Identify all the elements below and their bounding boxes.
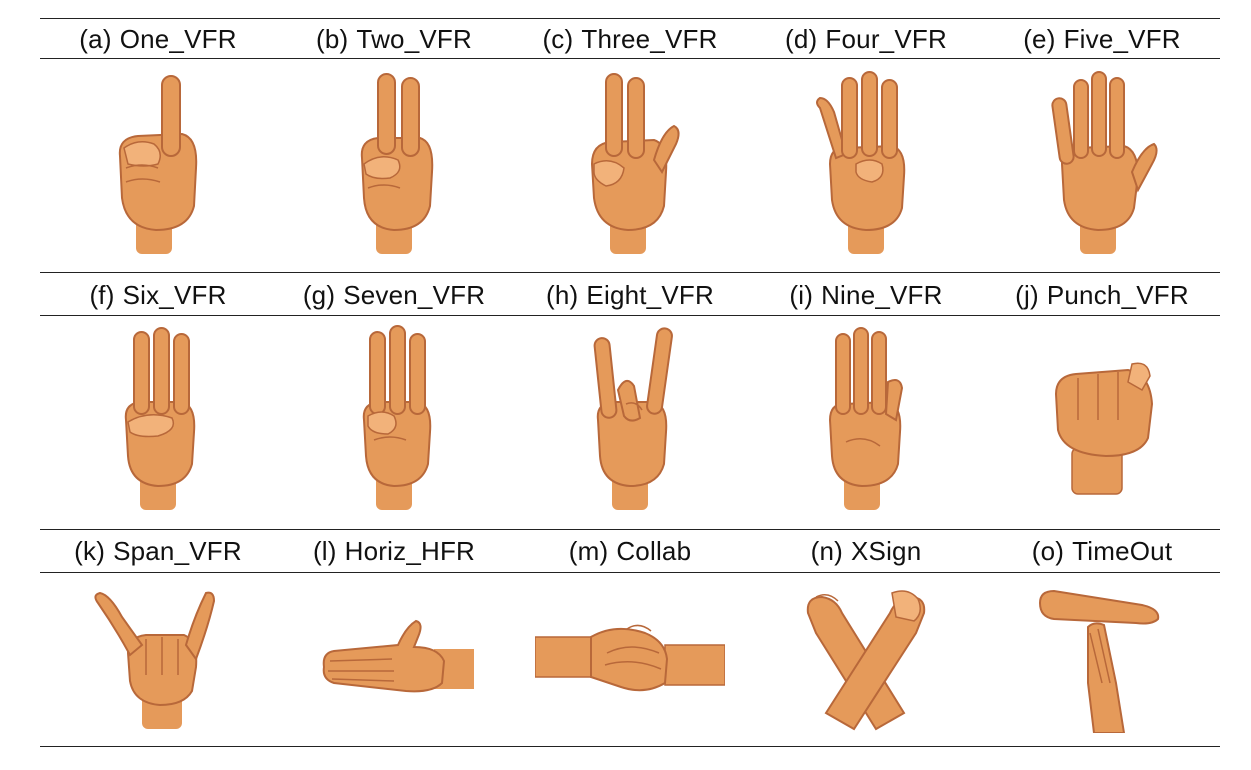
- gesture-cell: [748, 322, 984, 512]
- hands-timeout-icon: [1038, 589, 1160, 733]
- rule-row2-header: [40, 315, 1220, 316]
- hand-one-finger-icon: [118, 75, 198, 254]
- hand-seven-icon: [362, 325, 432, 510]
- hand-fist-icon: [1054, 362, 1154, 495]
- gesture-tag: (l): [312, 535, 337, 566]
- gesture-tag: (k): [74, 535, 106, 566]
- hand-eight-icon: [593, 327, 673, 510]
- gesture-cell: [984, 578, 1220, 738]
- gesture-label: (c)Three_VFR: [512, 19, 748, 59]
- rule-bottom: [40, 746, 1220, 747]
- gesture-label: (n) XSign: [748, 531, 984, 571]
- gesture-name: Two_VFR: [356, 23, 472, 54]
- gesture-name: Collab: [616, 535, 692, 566]
- hand-span-icon: [94, 591, 216, 729]
- gesture-name: XSign: [851, 535, 922, 566]
- gesture-cell: [40, 578, 276, 738]
- gesture-tag: (h): [546, 279, 579, 310]
- gesture-tag: (i): [789, 279, 814, 310]
- gesture-label: (d)Four_VFR: [748, 19, 984, 59]
- gesture-label: (o)TimeOut: [984, 531, 1220, 571]
- gesture-label: (e)Five_VFR: [984, 19, 1220, 59]
- gesture-name: Nine_VFR: [821, 279, 943, 310]
- gesture-tag: (m): [568, 535, 609, 566]
- gesture-label: (l) Horiz_HFR: [276, 531, 512, 571]
- rule-row3-header: [40, 572, 1220, 573]
- arms-x-sign-icon: [806, 590, 926, 731]
- hands-collab-icon: [535, 624, 725, 692]
- gesture-name: Four_VFR: [825, 23, 947, 54]
- gesture-name: Five_VFR: [1063, 23, 1181, 54]
- gesture-label: (m)Collab: [512, 531, 748, 571]
- rule-top: [40, 18, 1220, 19]
- gesture-tag: (o): [1031, 535, 1065, 566]
- gesture-cell: [40, 322, 276, 512]
- gesture-name: Punch_VFR: [1046, 279, 1189, 310]
- gesture-cell: [276, 66, 512, 256]
- gesture-name: Horiz_HFR: [344, 535, 476, 566]
- gesture-label: (g)Seven_VFR: [276, 275, 512, 315]
- gesture-label: (f) Six_VFR: [40, 275, 276, 315]
- gesture-tag: (e): [1023, 23, 1056, 54]
- gesture-cell: [276, 322, 512, 512]
- image-row-3: [40, 578, 1220, 738]
- gesture-cell: [984, 322, 1220, 512]
- label-row-1: (a)One_VFR (b)Two_VFR (c)Three_VFR (d)Fo…: [40, 19, 1220, 59]
- gesture-cell: [276, 578, 512, 738]
- gesture-name: TimeOut: [1072, 535, 1173, 566]
- gesture-tag: (b): [316, 23, 349, 54]
- gesture-tag: (n): [810, 535, 843, 566]
- gesture-name: Three_VFR: [581, 23, 718, 54]
- gesture-name: One_VFR: [119, 23, 237, 54]
- gesture-label: (h)Eight_VFR: [512, 275, 748, 315]
- gesture-tag: (a): [79, 23, 112, 54]
- hand-five-fingers-icon: [1051, 71, 1158, 254]
- gesture-label: (k)Span_VFR: [40, 531, 276, 571]
- gesture-cell: [984, 66, 1220, 256]
- gesture-label: (a)One_VFR: [40, 19, 276, 59]
- gesture-tag: (c): [542, 23, 574, 54]
- hand-six-icon: [124, 327, 196, 510]
- gesture-cell: [512, 578, 748, 738]
- hand-four-fingers-icon: [816, 71, 906, 254]
- gesture-name: Six_VFR: [122, 279, 227, 310]
- hand-horizontal-icon: [322, 619, 474, 693]
- gesture-cell: [40, 66, 276, 256]
- gesture-tag: (j): [1015, 279, 1039, 310]
- rule-row1-header: [40, 58, 1220, 59]
- label-row-3: (k)Span_VFR (l) Horiz_HFR (m)Collab (n) XS…: [40, 531, 1220, 571]
- label-row-2: (f) Six_VFR (g)Seven_VFR (h)Eight_VFR (i)…: [40, 275, 1220, 315]
- gesture-cell: [748, 66, 984, 256]
- gesture-cell: [512, 66, 748, 256]
- gesture-cell: [748, 578, 984, 738]
- gesture-tag: (f): [89, 279, 115, 310]
- gesture-cell: [512, 322, 748, 512]
- gesture-name: Eight_VFR: [586, 279, 714, 310]
- hand-nine-icon: [828, 327, 904, 510]
- gesture-name: Span_VFR: [113, 535, 242, 566]
- gesture-name: Seven_VFR: [343, 279, 486, 310]
- gesture-label: (j) Punch_VFR: [984, 275, 1220, 315]
- hand-two-fingers-icon: [360, 73, 434, 254]
- gesture-label: (i) Nine_VFR: [748, 275, 984, 315]
- hand-three-fingers-icon: [590, 73, 680, 254]
- rule-row2-top: [40, 272, 1220, 273]
- image-row-1: [40, 66, 1220, 256]
- image-row-2: [40, 322, 1220, 512]
- gesture-tag: (g): [302, 279, 336, 310]
- gesture-label: (b)Two_VFR: [276, 19, 512, 59]
- gesture-tag: (d): [785, 23, 818, 54]
- rule-row3-top: [40, 529, 1220, 530]
